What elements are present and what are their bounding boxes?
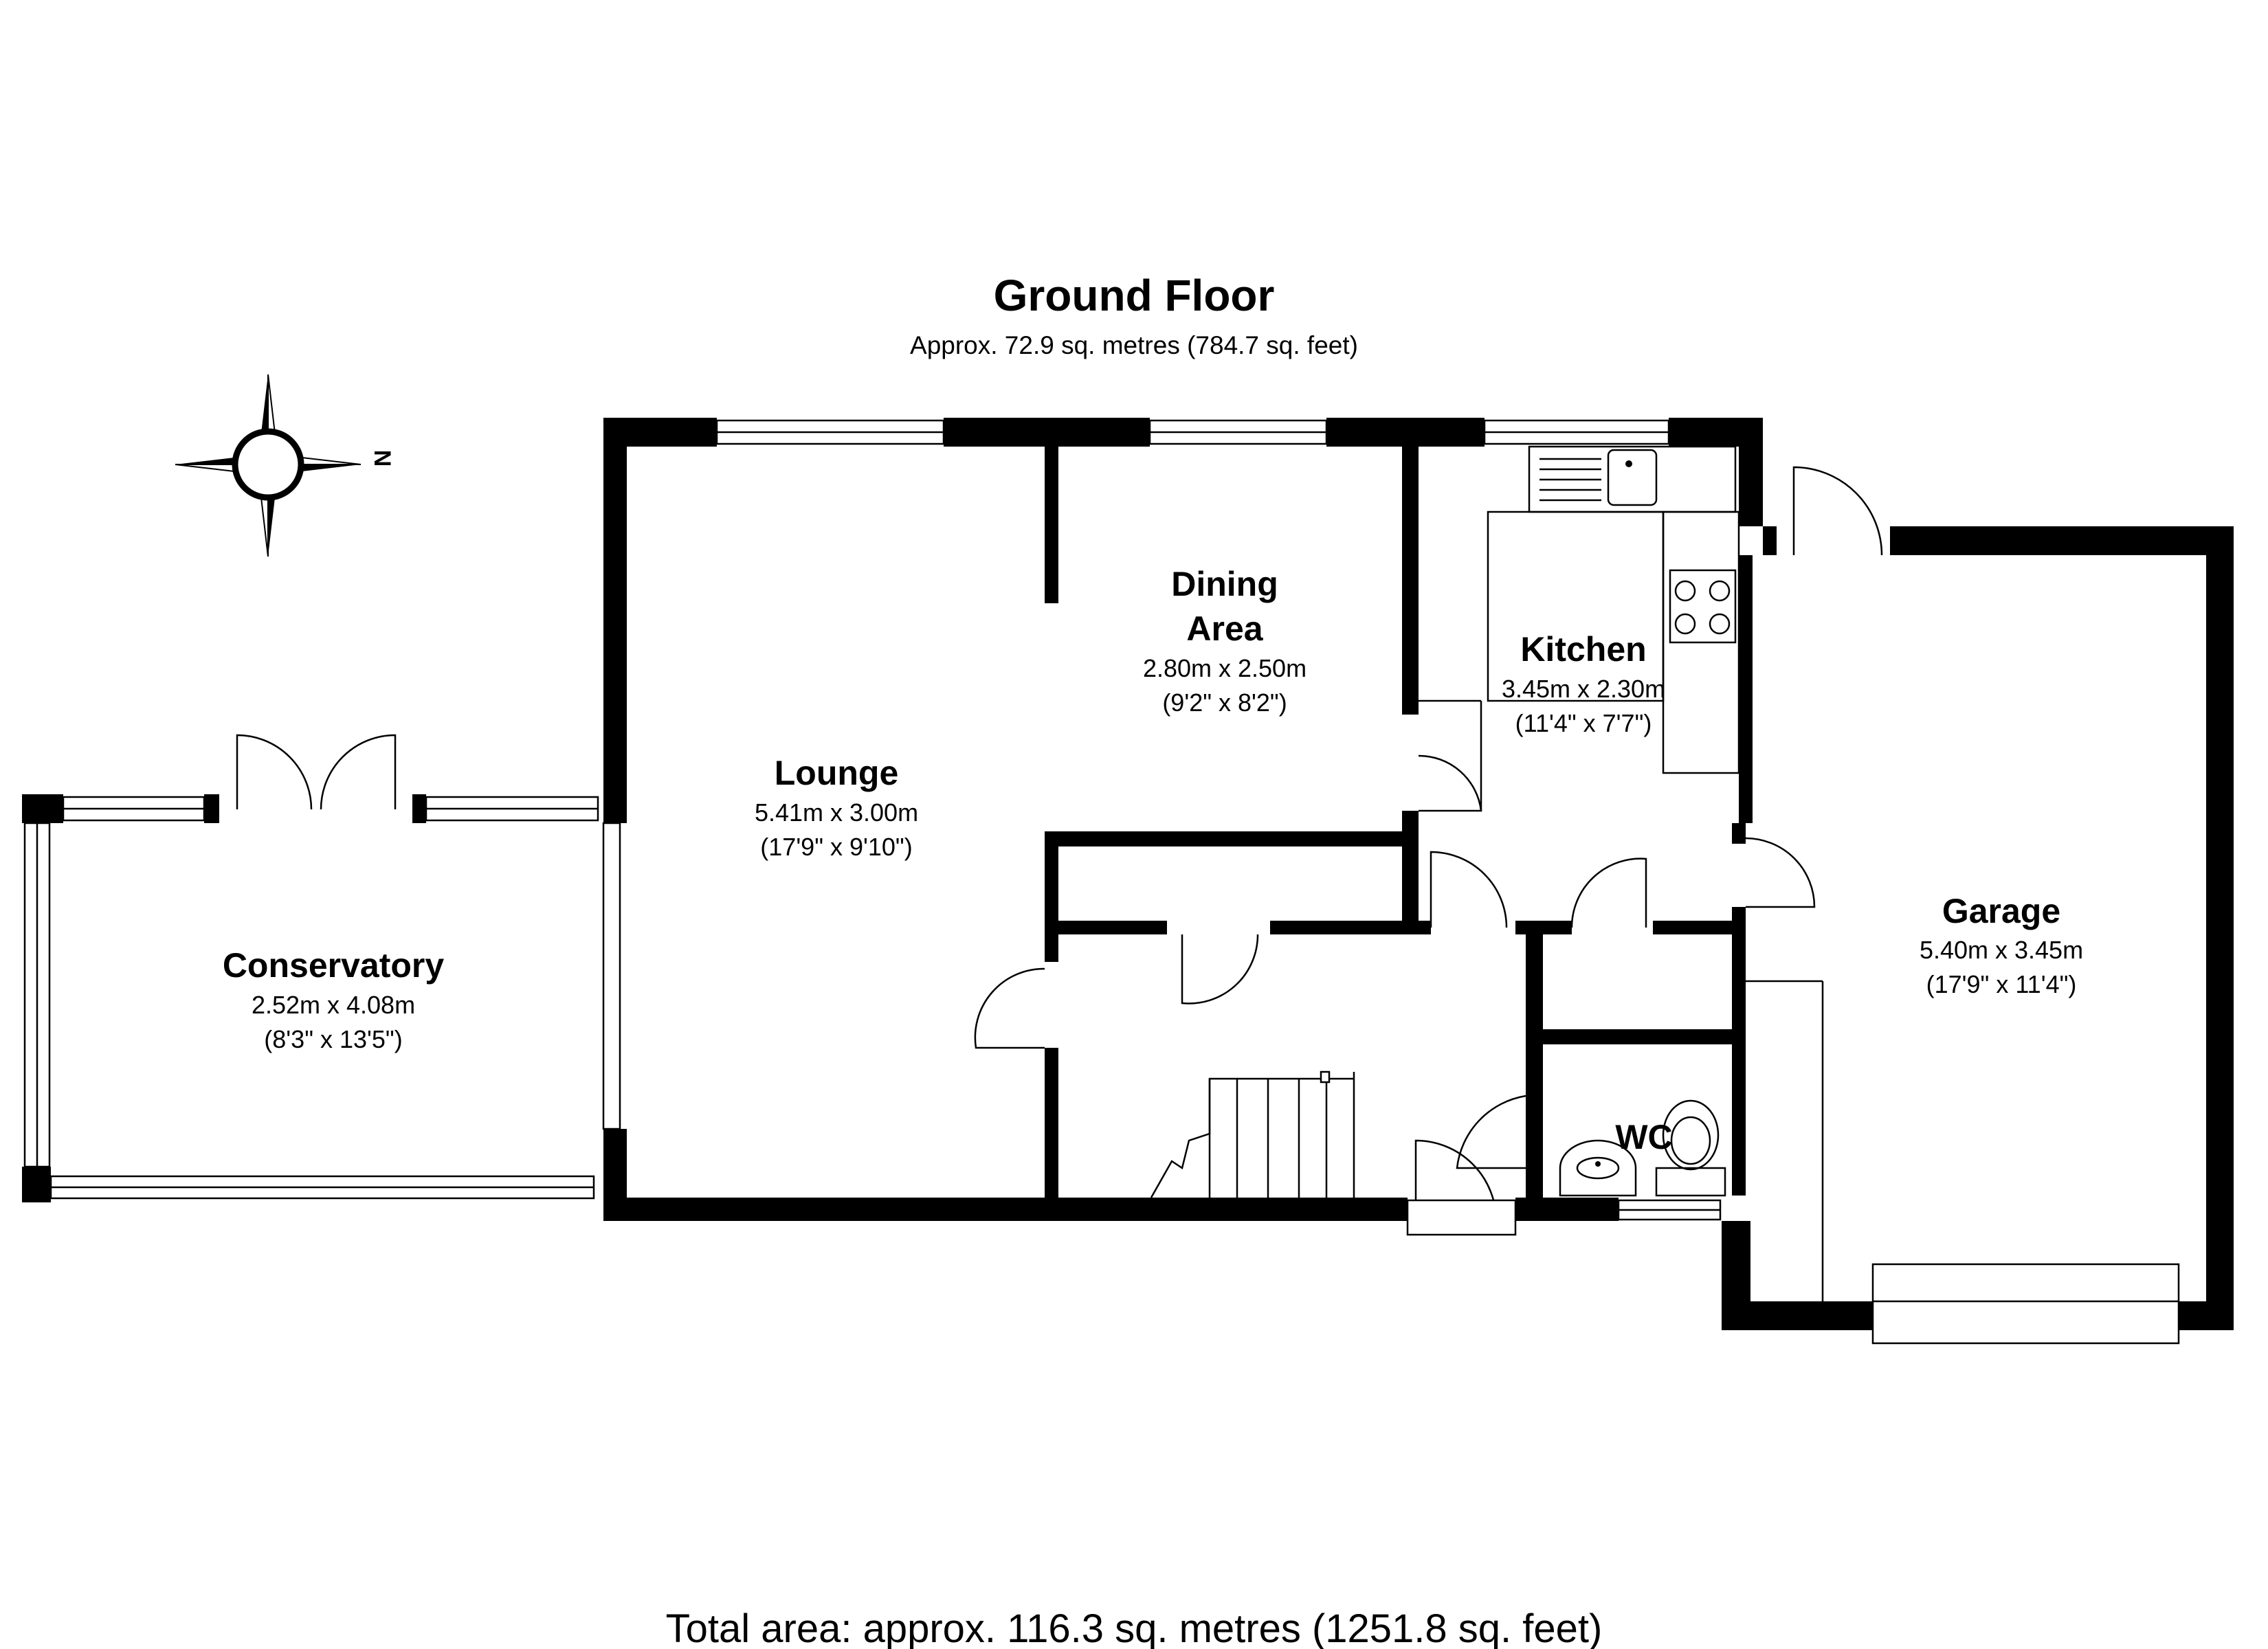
conservatory-name: Conservatory	[223, 946, 445, 985]
compass-north-label: N	[369, 450, 395, 467]
kitchen-imperial: (11'4" x 7'7")	[1515, 709, 1652, 737]
dining-imperial: (9'2" x 8'2")	[1162, 688, 1287, 717]
conservatory-metric: 2.52m x 4.08m	[252, 991, 415, 1019]
wc-name: WC	[1615, 1118, 1672, 1156]
dining-name-line1: Dining	[1171, 565, 1278, 603]
floor-title: Ground Floor	[994, 271, 1275, 320]
kitchen-metric: 3.45m x 2.30m	[1502, 675, 1665, 703]
garage-metric: 5.40m x 3.45m	[1920, 936, 2083, 964]
house-doors	[974, 466, 1883, 1236]
house-walls	[603, 418, 1777, 1221]
conservatory-imperial: (8'3" x 13'5")	[264, 1025, 402, 1053]
garage-structure	[1722, 526, 2234, 1345]
dining-metric: 2.80m x 2.50m	[1143, 654, 1307, 682]
total-area: Total area: approx. 116.3 sq. metres (12…	[666, 1606, 1603, 1649]
garage-name: Garage	[1942, 892, 2060, 930]
wc-fittings	[1559, 1099, 1726, 1197]
garage-imperial: (17'9" x 11'4")	[1926, 970, 2077, 998]
house-windows	[715, 419, 1722, 1221]
floor-area: Approx. 72.9 sq. metres (784.7 sq. feet)	[910, 331, 1358, 359]
compass-rose-icon	[175, 374, 362, 557]
lounge-metric: 5.41m x 3.00m	[755, 798, 918, 827]
lounge-name: Lounge	[775, 754, 899, 792]
conservatory-structure	[22, 734, 621, 1202]
staircase	[1150, 1070, 1355, 1198]
dining-name-line2: Area	[1186, 609, 1263, 648]
kitchen-name: Kitchen	[1520, 630, 1646, 669]
lounge-imperial: (17'9" x 9'10")	[760, 833, 912, 861]
